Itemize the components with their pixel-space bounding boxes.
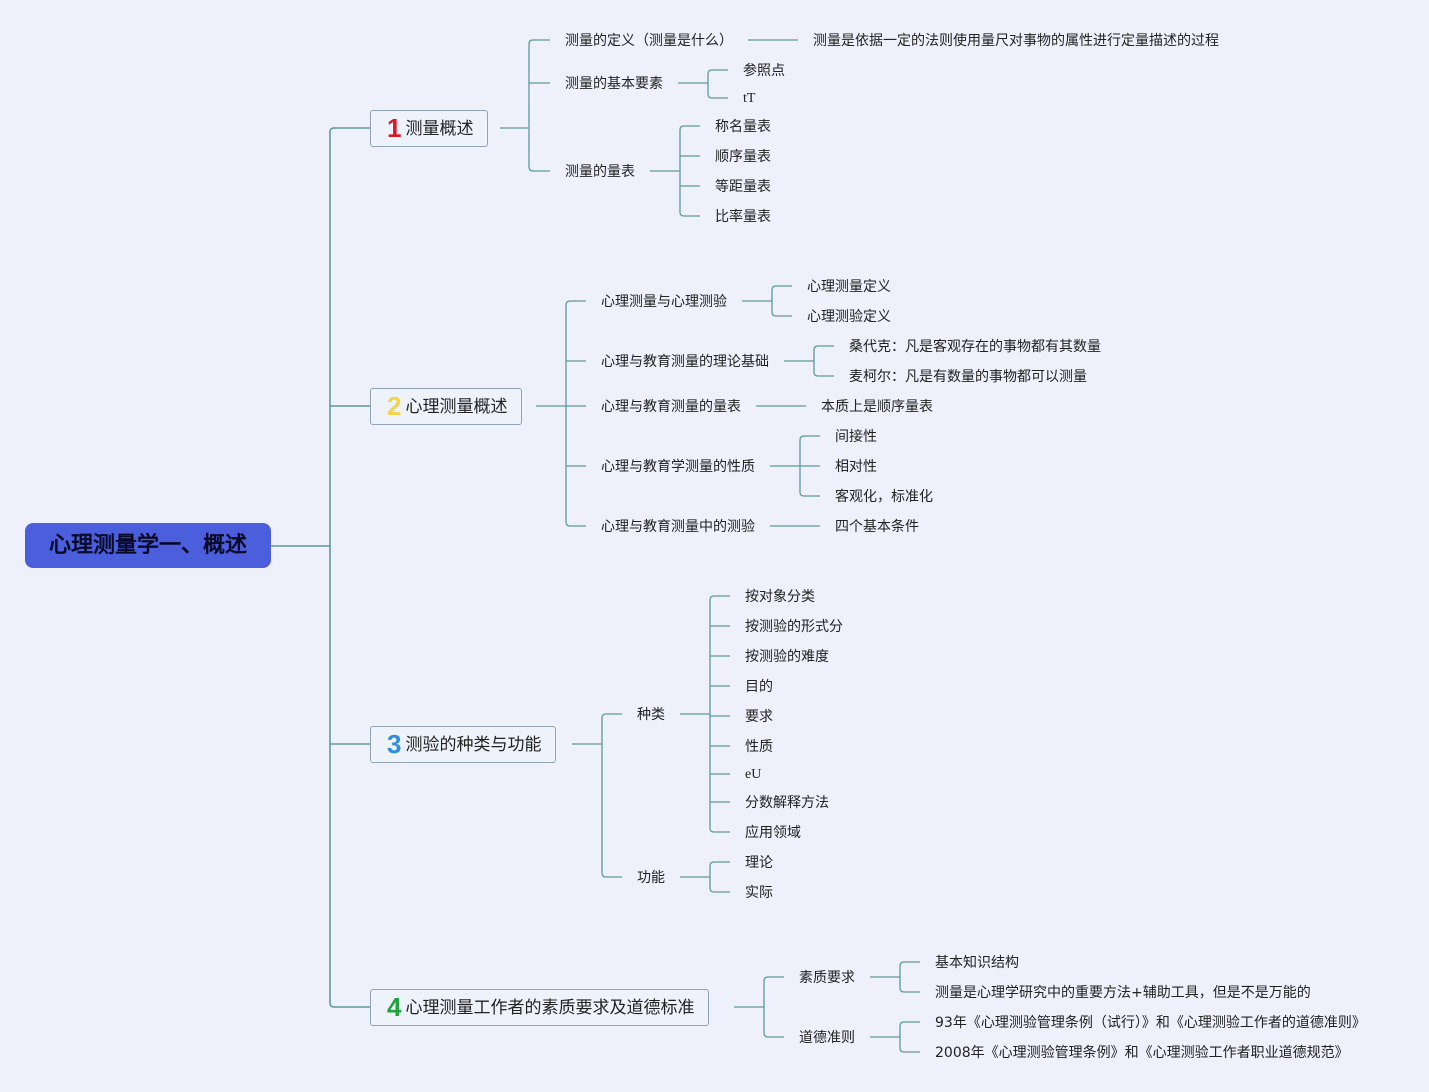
leaf-node[interactable]: eU (745, 767, 762, 782)
connector-line (601, 713, 622, 719)
leaf-node[interactable]: 间接性 (835, 429, 877, 445)
leaf-node[interactable]: 称名量表 (715, 119, 771, 135)
connector-line (771, 311, 792, 317)
number-1-icon: 1 (387, 113, 402, 143)
connector-line (528, 166, 550, 172)
connector-line (707, 69, 728, 75)
subtopic[interactable]: 种类 (637, 707, 665, 723)
subtopic[interactable]: 功能 (637, 870, 665, 886)
connector-line (709, 595, 730, 601)
connector-line (799, 491, 820, 497)
leaf-node[interactable]: 理论 (745, 855, 773, 871)
leaf-node[interactable]: 等距量表 (715, 179, 771, 195)
leaf-node[interactable]: 分数解释方法 (745, 795, 829, 811)
branch-label: 心理测量概述 (405, 397, 508, 417)
subtopic[interactable]: 测量的基本要素 (565, 76, 663, 92)
subtopic[interactable]: 心理与教育学测量的性质 (601, 459, 755, 475)
connector-line (899, 987, 920, 993)
leaf-node[interactable]: 按对象分类 (745, 589, 815, 605)
leaf-node[interactable]: 本质上是顺序量表 (821, 399, 933, 415)
leaf-node[interactable]: 麦柯尔：凡是有数量的事物都可以测量 (849, 369, 1087, 385)
leaf-node[interactable]: 性质 (745, 739, 773, 755)
subtopic[interactable]: 道德准则 (799, 1030, 855, 1046)
connector-line (528, 39, 550, 45)
connector-line (899, 1047, 920, 1053)
leaf-node[interactable]: 比率量表 (715, 209, 771, 225)
leaf-node[interactable]: 要求 (745, 709, 773, 725)
connector-line (329, 1002, 370, 1008)
leaf-node[interactable]: 四个基本条件 (835, 519, 919, 535)
subtopic[interactable]: 心理测量与心理测验 (601, 294, 727, 310)
leaf-node[interactable]: 测量是心理学研究中的重要方法+辅助工具，但是不是万能的 (935, 985, 1311, 1001)
leaf-node[interactable]: 参照点 (743, 63, 785, 79)
connector-line (813, 345, 834, 351)
connector-line (709, 827, 730, 833)
leaf-node[interactable]: 应用领域 (745, 825, 801, 841)
leaf-node[interactable]: 2008年《心理测验管理条例》和《心理测验工作者职业道德规范》 (935, 1045, 1349, 1061)
number-4-icon: 4 (387, 992, 402, 1022)
leaf-node[interactable]: 实际 (745, 885, 773, 901)
connector-line (601, 872, 622, 878)
leaf-node[interactable]: 客观化，标准化 (835, 489, 933, 505)
subtopic[interactable]: 心理与教育测量的理论基础 (601, 354, 769, 370)
root-topic[interactable]: 心理测量学一、概述 (25, 523, 271, 568)
subtopic[interactable]: 测量的定义（测量是什么） (565, 33, 733, 49)
branch-label: 测量概述 (405, 119, 474, 139)
leaf-node[interactable]: 目的 (745, 679, 773, 695)
connector-line (679, 125, 700, 131)
connector-line (709, 887, 730, 893)
connector-line (899, 961, 920, 967)
leaf-node[interactable]: 93年《心理测验管理条例（试行）》和《心理测验工作者的道德准则》 (935, 1015, 1366, 1031)
leaf-node[interactable]: tT (743, 91, 756, 106)
leaf-node[interactable]: 心理测验定义 (807, 309, 891, 325)
connector-line (565, 521, 586, 527)
number-3-icon: 3 (387, 729, 402, 759)
subtopic[interactable]: 心理与教育测量中的测验 (601, 519, 755, 535)
number-2-icon: 2 (387, 391, 402, 421)
connector-line (763, 976, 784, 982)
subtopic[interactable]: 素质要求 (799, 970, 855, 986)
connector-line (329, 127, 370, 133)
subtopic[interactable]: 测量的量表 (565, 164, 635, 180)
leaf-node[interactable]: 按测验的形式分 (745, 619, 843, 635)
leaf-node[interactable]: 相对性 (835, 459, 877, 475)
connector-line (679, 211, 700, 217)
subtopic[interactable]: 心理与教育测量的量表 (601, 399, 741, 415)
connector-line (813, 371, 834, 377)
leaf-node[interactable]: 顺序量表 (715, 149, 771, 165)
connector-line (771, 285, 792, 291)
leaf-node[interactable]: 桑代克：凡是客观存在的事物都有其数量 (849, 339, 1101, 355)
branch-label: 测验的种类与功能 (405, 735, 542, 755)
connector-line (707, 93, 728, 99)
connector-line (763, 1032, 784, 1038)
leaf-node[interactable]: 心理测量定义 (807, 279, 891, 295)
connector-line (899, 1021, 920, 1027)
connector-line (565, 300, 586, 306)
connector-line (799, 435, 820, 441)
leaf-node[interactable]: 基本知识结构 (935, 955, 1019, 971)
branch-label: 心理测量工作者的素质要求及道德标准 (405, 998, 695, 1018)
connector-line (709, 861, 730, 867)
leaf-node[interactable]: 测量是依据一定的法则使用量尺对事物的属性进行定量描述的过程 (813, 33, 1219, 49)
leaf-node[interactable]: 按测验的难度 (745, 649, 829, 665)
